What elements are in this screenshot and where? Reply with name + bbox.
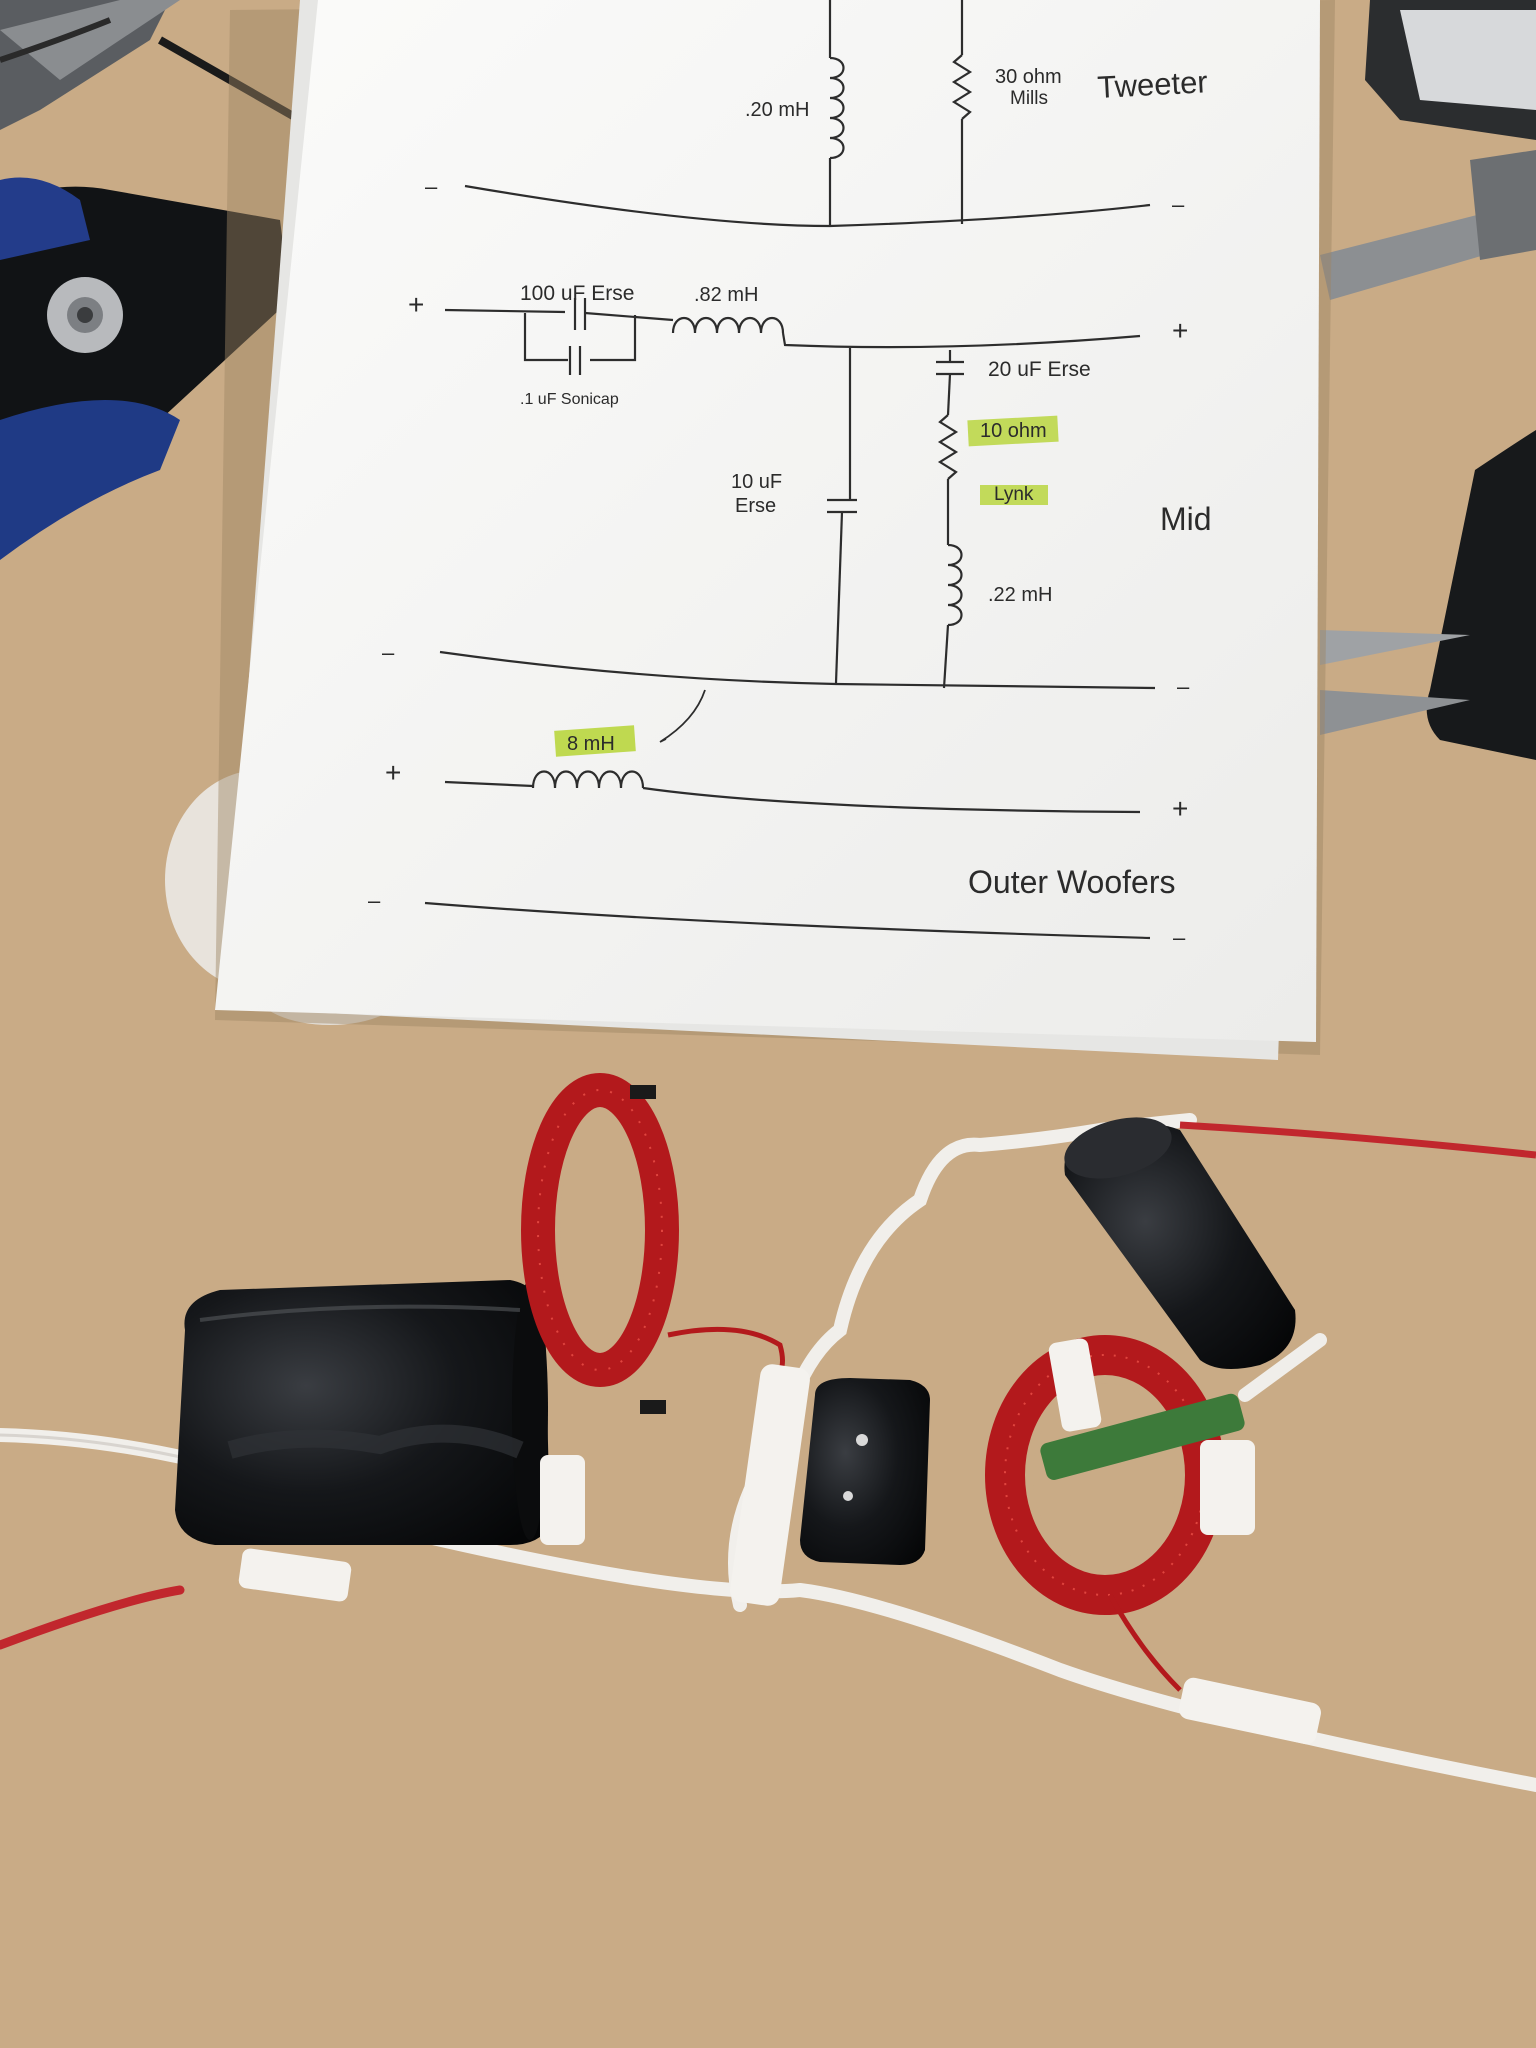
notch-resistor-symbol	[937, 414, 959, 480]
mid-series-inductor-symbol	[671, 316, 785, 334]
tweeter-minus-right: –	[1172, 192, 1185, 217]
series-inductor-label: .82 mH	[694, 284, 758, 306]
woofer-plus-left: +	[385, 757, 401, 788]
tweeter-resistor-value: 30 ohm	[995, 66, 1062, 88]
tweeter-label: Tweeter	[1097, 64, 1209, 105]
mid-ground-line	[439, 650, 1156, 690]
capacitor-20uf	[1064, 1117, 1296, 1369]
red-wire-left	[0, 1585, 185, 1650]
mid-plus-left: +	[408, 289, 424, 320]
notch-inductor-symbol	[947, 543, 963, 627]
woofer-inductor-symbol	[531, 770, 645, 789]
schematic-diagram	[424, 0, 1156, 940]
series-cap-label: 100 uF Erse	[520, 282, 634, 305]
mid-section	[439, 298, 1156, 743]
red-wire-right	[1179, 1121, 1536, 1159]
woofer-section	[424, 770, 1151, 940]
woofer-ground-line	[424, 901, 1151, 940]
mid-minus-right: –	[1177, 674, 1190, 699]
schematic-labels: Tweeter .20 mH 30 ohm Mills – – + + 100 …	[368, 64, 1212, 950]
tweeter-inductor-symbol	[829, 56, 845, 160]
schematic-paper	[215, 0, 1320, 1042]
wire-stripper-tool	[0, 177, 290, 560]
notch-resistor-value: 10 ohm	[980, 420, 1047, 442]
notch-resistor-brand: Lynk	[994, 484, 1034, 505]
pliers-tool	[0, 0, 302, 130]
mid-label: Mid	[1160, 501, 1212, 537]
woofers-label: Outer Woofers	[968, 864, 1175, 900]
mid-minus-left: –	[382, 640, 395, 665]
bypass-cap-label: .1 uF Sonicap	[520, 391, 619, 408]
tweeter-ground-line	[464, 184, 1151, 228]
knife-tool	[1320, 150, 1536, 300]
tweeter-section	[464, 0, 1151, 228]
mid-plus-right: +	[1172, 315, 1188, 346]
woofer-minus-right: –	[1173, 925, 1186, 950]
power-resistor-10ohm	[1040, 1333, 1327, 1480]
notch-inductor-label: .22 mH	[988, 584, 1052, 606]
scissors-tool	[1320, 430, 1536, 760]
tape-wraps	[238, 1338, 1321, 1745]
small-capacitor-10uf	[800, 1378, 930, 1565]
air-core-inductor-large	[521, 1073, 785, 1414]
woofer-inductor-label: 8 mH	[567, 733, 615, 755]
shunt-cap-value: 10 uF	[731, 471, 782, 493]
tape-measure-tool	[1365, 0, 1536, 140]
large-capacitor-100uf	[175, 1280, 550, 1545]
shunt-cap-brand: Erse	[735, 495, 776, 517]
tweeter-resistor-symbol	[951, 54, 973, 120]
bypass-cap-loop	[523, 313, 637, 362]
pointer-mark	[659, 689, 706, 743]
tweeter-minus-left: –	[425, 174, 438, 199]
woofer-minus-left: –	[368, 888, 381, 913]
tweeter-resistor-brand: Mills	[1010, 88, 1048, 109]
highlights	[554, 415, 1059, 757]
tweeter-inductor-label: .20 mH	[745, 99, 809, 121]
woofer-plus-right: +	[1172, 793, 1188, 824]
notch-cap-label: 20 uF Erse	[988, 358, 1091, 381]
